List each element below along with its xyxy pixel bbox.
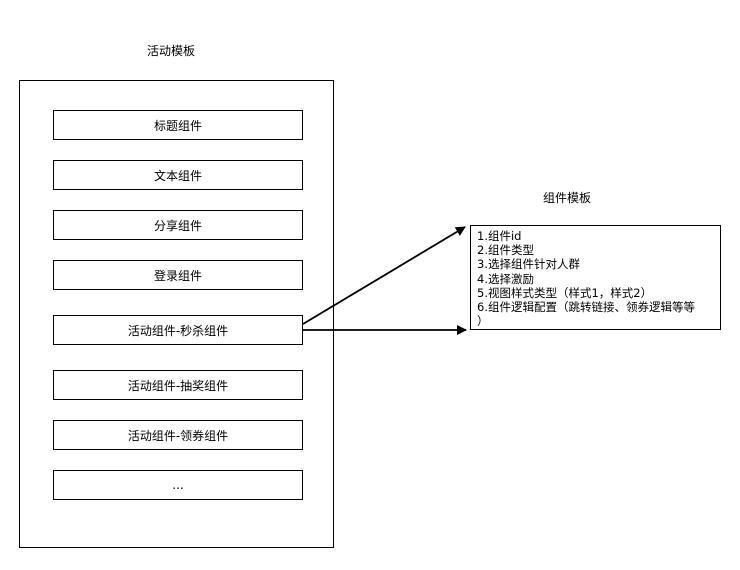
component-template-title: 组件模板 bbox=[543, 191, 592, 205]
activity-template-container bbox=[19, 80, 334, 548]
component-template-line: ） bbox=[477, 314, 489, 329]
component-template-line: 6.组件逻辑配置（跳转链接、领券逻辑等等 bbox=[477, 300, 695, 315]
component-template-box: 1.组件id 2.组件类型 3.选择组件针对人群 4.选择激励 5.视图样式类型… bbox=[470, 225, 721, 330]
component-template-line: 4.选择激励 bbox=[477, 271, 534, 286]
login-component-box[interactable]: 登录组件 bbox=[53, 260, 303, 290]
arrow-to-template-top bbox=[302, 226, 466, 325]
lottery-component-box[interactable]: 活动组件-抽奖组件 bbox=[53, 370, 303, 400]
flash-sale-component-box[interactable]: 活动组件-秒杀组件 bbox=[53, 315, 303, 345]
share-component-box[interactable]: 分享组件 bbox=[53, 210, 303, 240]
text-component-box[interactable]: 文本组件 bbox=[53, 160, 303, 190]
coupon-component-box[interactable]: 活动组件-领券组件 bbox=[53, 420, 303, 450]
title-component-box[interactable]: 标题组件 bbox=[53, 110, 303, 140]
component-template-line: 5.视图样式类型（样式1，样式2） bbox=[477, 285, 653, 300]
activity-template-title: 活动模板 bbox=[147, 44, 196, 58]
more-components-box[interactable]: ... bbox=[53, 470, 303, 500]
component-template-line: 3.选择组件针对人群 bbox=[477, 257, 580, 272]
component-template-line: 1.组件id bbox=[477, 229, 522, 243]
component-template-line: 2.组件类型 bbox=[477, 243, 534, 258]
